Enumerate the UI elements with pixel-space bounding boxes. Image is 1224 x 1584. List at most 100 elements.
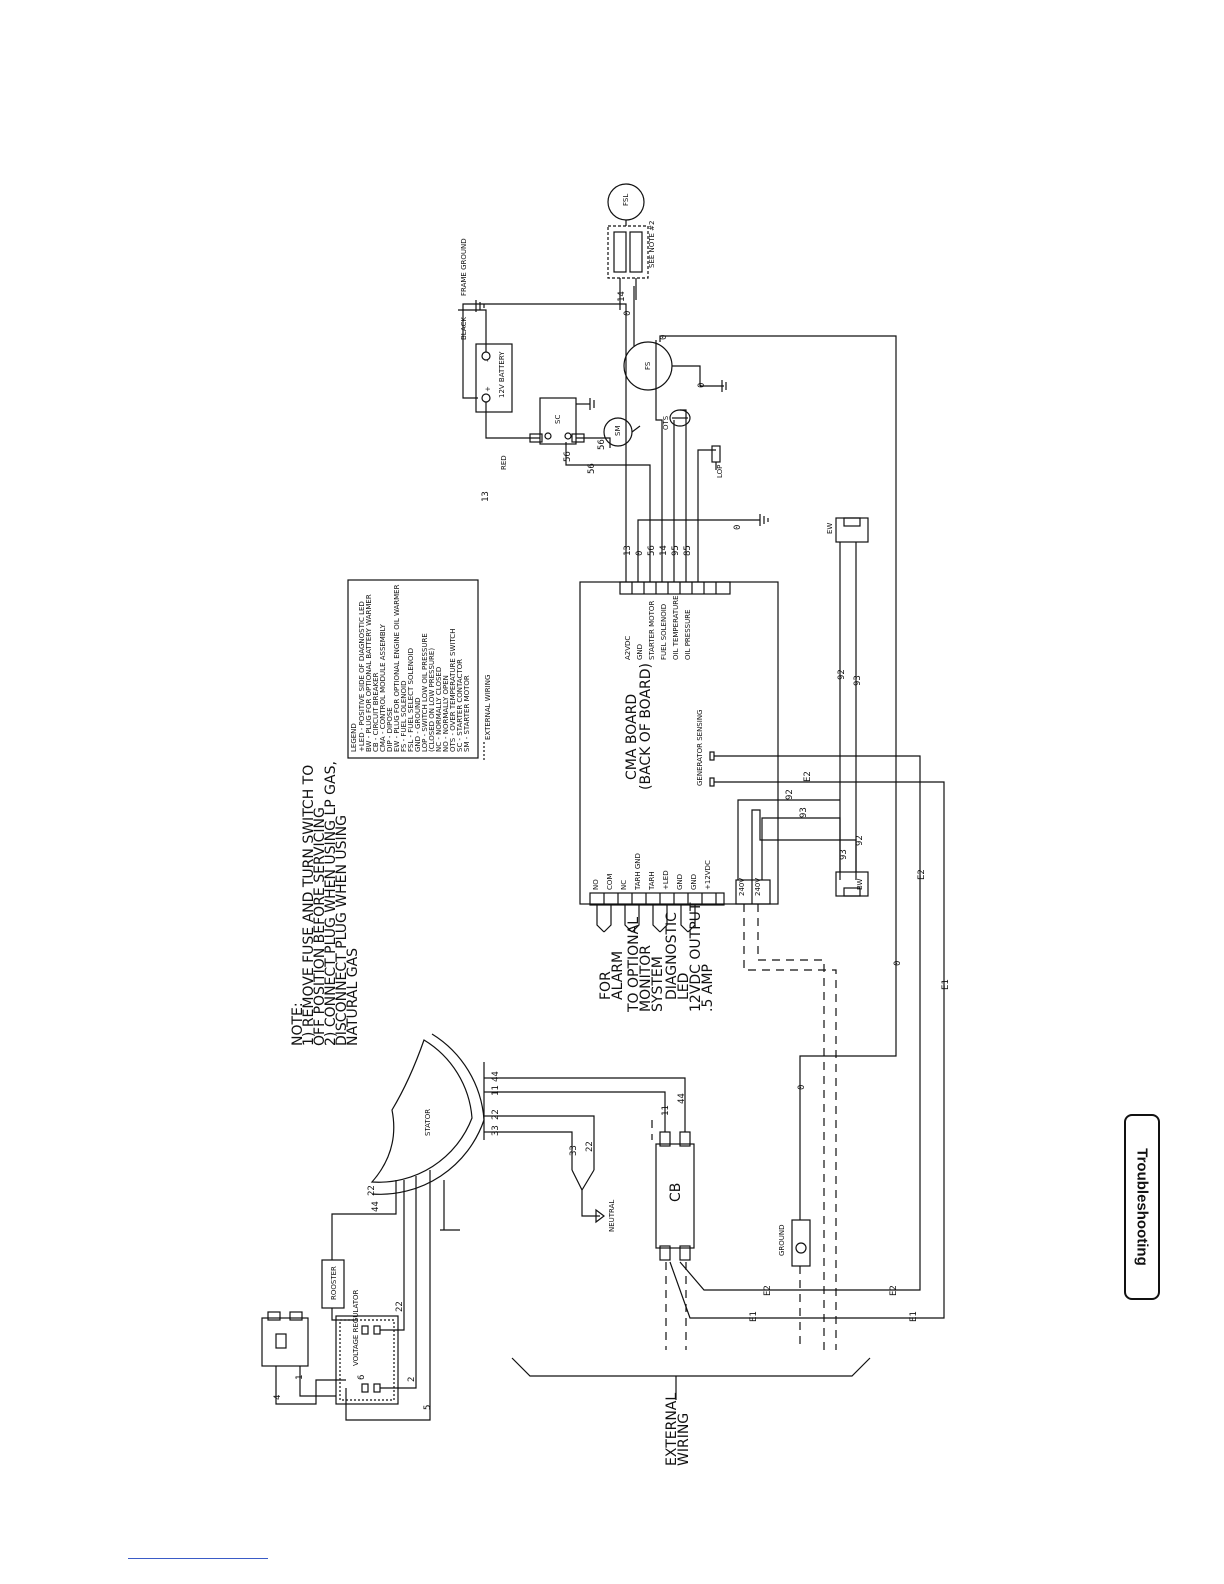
wire-22b: 22 <box>585 1141 595 1152</box>
battery-minus-label: - <box>484 359 492 362</box>
wire-13b: 13 <box>481 491 491 502</box>
neutral-label: NEUTRAL <box>608 1200 616 1232</box>
wire-0g: 0 <box>797 1085 807 1090</box>
lop-switch <box>711 445 721 463</box>
battery-plus-label: + <box>484 386 492 392</box>
wire-56b: 56 <box>587 463 597 474</box>
board-top-label: FUEL SOLENOID <box>660 604 668 660</box>
board-bottom-label: +LED <box>662 870 670 890</box>
legend-item: FS - FUEL SOLENOID <box>400 681 408 753</box>
board-bottom-label: GND <box>676 874 684 890</box>
red-label: RED <box>500 455 508 470</box>
battery <box>475 343 513 413</box>
wire-95: 95 <box>671 545 681 556</box>
battery-label: 12V BATTERY <box>498 351 506 398</box>
external-wiring-label: EXTERNAL <box>664 1393 680 1466</box>
ots-label: OTS <box>662 415 670 430</box>
wire-1: 1 <box>295 1375 305 1380</box>
fs-label: FS <box>644 361 652 370</box>
circuit-breaker <box>655 1143 695 1249</box>
sm-label: SM <box>614 426 622 436</box>
wire-0c: 0 <box>893 961 903 966</box>
section-tab[interactable]: Troubleshooting <box>1124 1114 1160 1300</box>
wire-56d: 56 <box>597 439 607 450</box>
legend-item: EW - PLUG FOR OPTIONAL ENGINE OIL WARMER <box>393 584 401 752</box>
monitor-label: TO OPTIONAL <box>626 917 642 1013</box>
wire-14: 14 <box>659 545 669 556</box>
wire-0b: 0 <box>733 525 743 530</box>
wire-92: 92 <box>837 669 847 680</box>
ac-terminal-block <box>735 879 771 905</box>
note-line: OFF POSITION BEFORE SERVICING <box>312 807 328 1046</box>
wire-0: 0 <box>635 551 645 556</box>
section-tab-label: Troubleshooting <box>1133 1148 1151 1266</box>
ac-terminal-label: 240V <box>754 878 762 896</box>
wire-e2d: E2 <box>889 1285 899 1296</box>
legend-item: OTS - OVER TEMPERATURE SWITCH <box>449 629 457 752</box>
battery-plus-terminal <box>481 393 491 403</box>
rooster-label: ROOSTER <box>330 1266 338 1300</box>
legend-item: DIP - DIPOSE <box>386 707 394 752</box>
see-note-label: SEE NOTE #2 <box>648 220 656 268</box>
external-wiring-label: WIRING <box>676 1413 692 1466</box>
diode-connector <box>261 1317 309 1367</box>
wire-4: 4 <box>273 1395 283 1400</box>
wire-44: 44 <box>491 1071 501 1082</box>
bw-label: BW <box>856 878 864 890</box>
output-label: .5 AMP <box>700 964 716 1012</box>
note-line: 2) CONNECT PLUG WHEN USING LP GAS, <box>323 761 339 1046</box>
ew-plug <box>835 517 869 543</box>
fsl-plug <box>607 225 649 279</box>
board-top-label: A2VDC <box>624 636 632 660</box>
wire-11b: 11 <box>661 1105 671 1116</box>
wire-92b: 92 <box>785 789 795 800</box>
wire-e1: E1 <box>941 979 951 990</box>
wire-5: 5 <box>423 1405 433 1410</box>
stator <box>370 1039 473 1183</box>
legend-item: SM - STARTER MOTOR <box>463 675 471 752</box>
diag-led-label: DIAGNOSTIC <box>664 912 680 1000</box>
board-title: CMA BOARD <box>624 694 640 780</box>
board-bottom-label: GND <box>690 874 698 890</box>
wire-e2b: E2 <box>917 869 927 880</box>
wire-85: 85 <box>683 545 693 556</box>
wire-22: 22 <box>491 1109 501 1120</box>
wire-e1b: E1 <box>749 1311 759 1322</box>
wire-14b: 14 <box>617 291 627 302</box>
wire-44c: 44 <box>371 1201 381 1212</box>
rooster-box <box>321 1259 345 1309</box>
legend-box <box>347 579 479 759</box>
note-line: DISCONNECT PLUG WHEN USING <box>334 815 350 1046</box>
wire-0f: 0 <box>697 383 707 388</box>
diag-led-label: LED <box>676 973 692 1000</box>
wire-44b: 44 <box>677 1093 687 1104</box>
frame-ground-label: FRAME GROUND <box>460 238 468 296</box>
legend-item: FSL - FUEL SELECT SOLENOID <box>407 648 415 752</box>
legend-item: LOP - SWITCH LOW OIL PRESSURE <box>421 633 429 752</box>
board-bottom-label: TARH <box>648 871 656 891</box>
legend-item: BW - PLUG FOR OPTIONAL BATTERY WARMER <box>365 594 373 752</box>
board-top-label: GND <box>636 644 644 660</box>
legend-item: NO - NORMALLY OPEN <box>442 675 450 752</box>
board-bottom-label: NO <box>592 879 600 890</box>
legend-external-key: EXTERNAL WIRING <box>484 675 492 740</box>
fsl-label: FSL <box>622 194 630 206</box>
battery-minus-terminal <box>481 351 491 361</box>
lop-label: LOP <box>716 465 724 478</box>
ground-label: GROUND <box>778 1224 786 1256</box>
wire-33: 33 <box>491 1125 501 1136</box>
voltage-regulator-label: VOLTAGE REGULATOR <box>352 1289 360 1366</box>
legend-item: (CLOSED ON LOW PRESSURE) <box>428 648 436 752</box>
sc-label: SC <box>554 415 562 424</box>
voltage-regulator <box>335 1315 399 1405</box>
wire-56: 56 <box>647 545 657 556</box>
legend-item: CB - CIRCUIT BREAKER <box>372 672 380 752</box>
wire-11: 11 <box>491 1085 501 1096</box>
stator-label: STATOR <box>424 1109 432 1136</box>
black-label: BLACK <box>460 317 468 340</box>
monitor-label: MONITOR <box>638 945 654 1012</box>
legend-item: +LED - POSITIVE SIDE OF DIAGNOSTIC LED <box>358 601 366 752</box>
board-subtitle: (BACK OF BOARD) <box>638 663 654 790</box>
board-top-label: OIL PRESSURE <box>684 609 692 660</box>
